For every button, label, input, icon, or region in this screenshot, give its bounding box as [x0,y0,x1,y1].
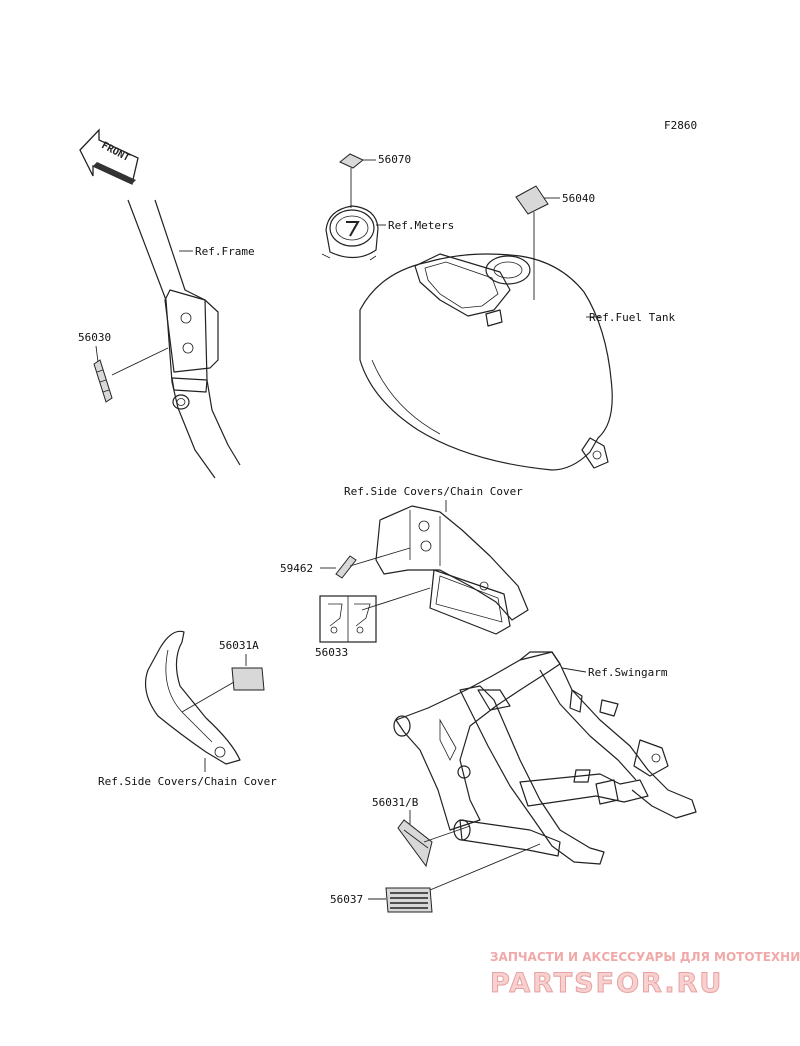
watermark-brand: PARTSFOR.RU [490,968,723,999]
decal-56031b [397,819,433,868]
decal-56037 [385,887,433,913]
label-ref-fuel-tank: Ref.Fuel Tank [589,311,675,324]
label-56033: 56033 [315,646,348,659]
watermark-top-text: ЗАПЧАСТИ И АКСЕССУАРЫ ДЛЯ МОТОТЕХНИКИ [490,950,800,964]
frame-tube [127,199,241,479]
fuel-tank [359,253,613,471]
meter-gauge [321,205,379,261]
decal-56031a [231,667,265,691]
label-56030: 56030 [78,331,111,344]
decal-56033 [319,595,377,643]
label-56031a: 56031A [219,639,259,652]
label-ref-side-covers-bottom: Ref.Side Covers/Chain Cover [98,775,277,788]
decal-56070 [339,153,364,169]
front-arrow-icon: FRONT [79,128,139,185]
side-cover-top [375,505,529,635]
label-59462: 59462 [280,562,313,575]
swingarm [393,651,697,865]
label-56037: 56037 [330,893,363,906]
figure-code: F2860 [664,119,697,132]
label-56070: 56070 [378,153,411,166]
label-ref-swingarm: Ref.Swingarm [588,666,668,679]
decal-56040 [515,185,549,215]
label-ref-side-covers-top: Ref.Side Covers/Chain Cover [344,485,523,498]
label-ref-meters: Ref.Meters [388,219,454,232]
label-56031b: 56031/B [372,796,419,809]
label-ref-frame: Ref.Frame [195,245,255,258]
label-56040: 56040 [562,192,595,205]
decal-59462 [335,555,357,579]
side-cover-bottom [145,630,241,765]
